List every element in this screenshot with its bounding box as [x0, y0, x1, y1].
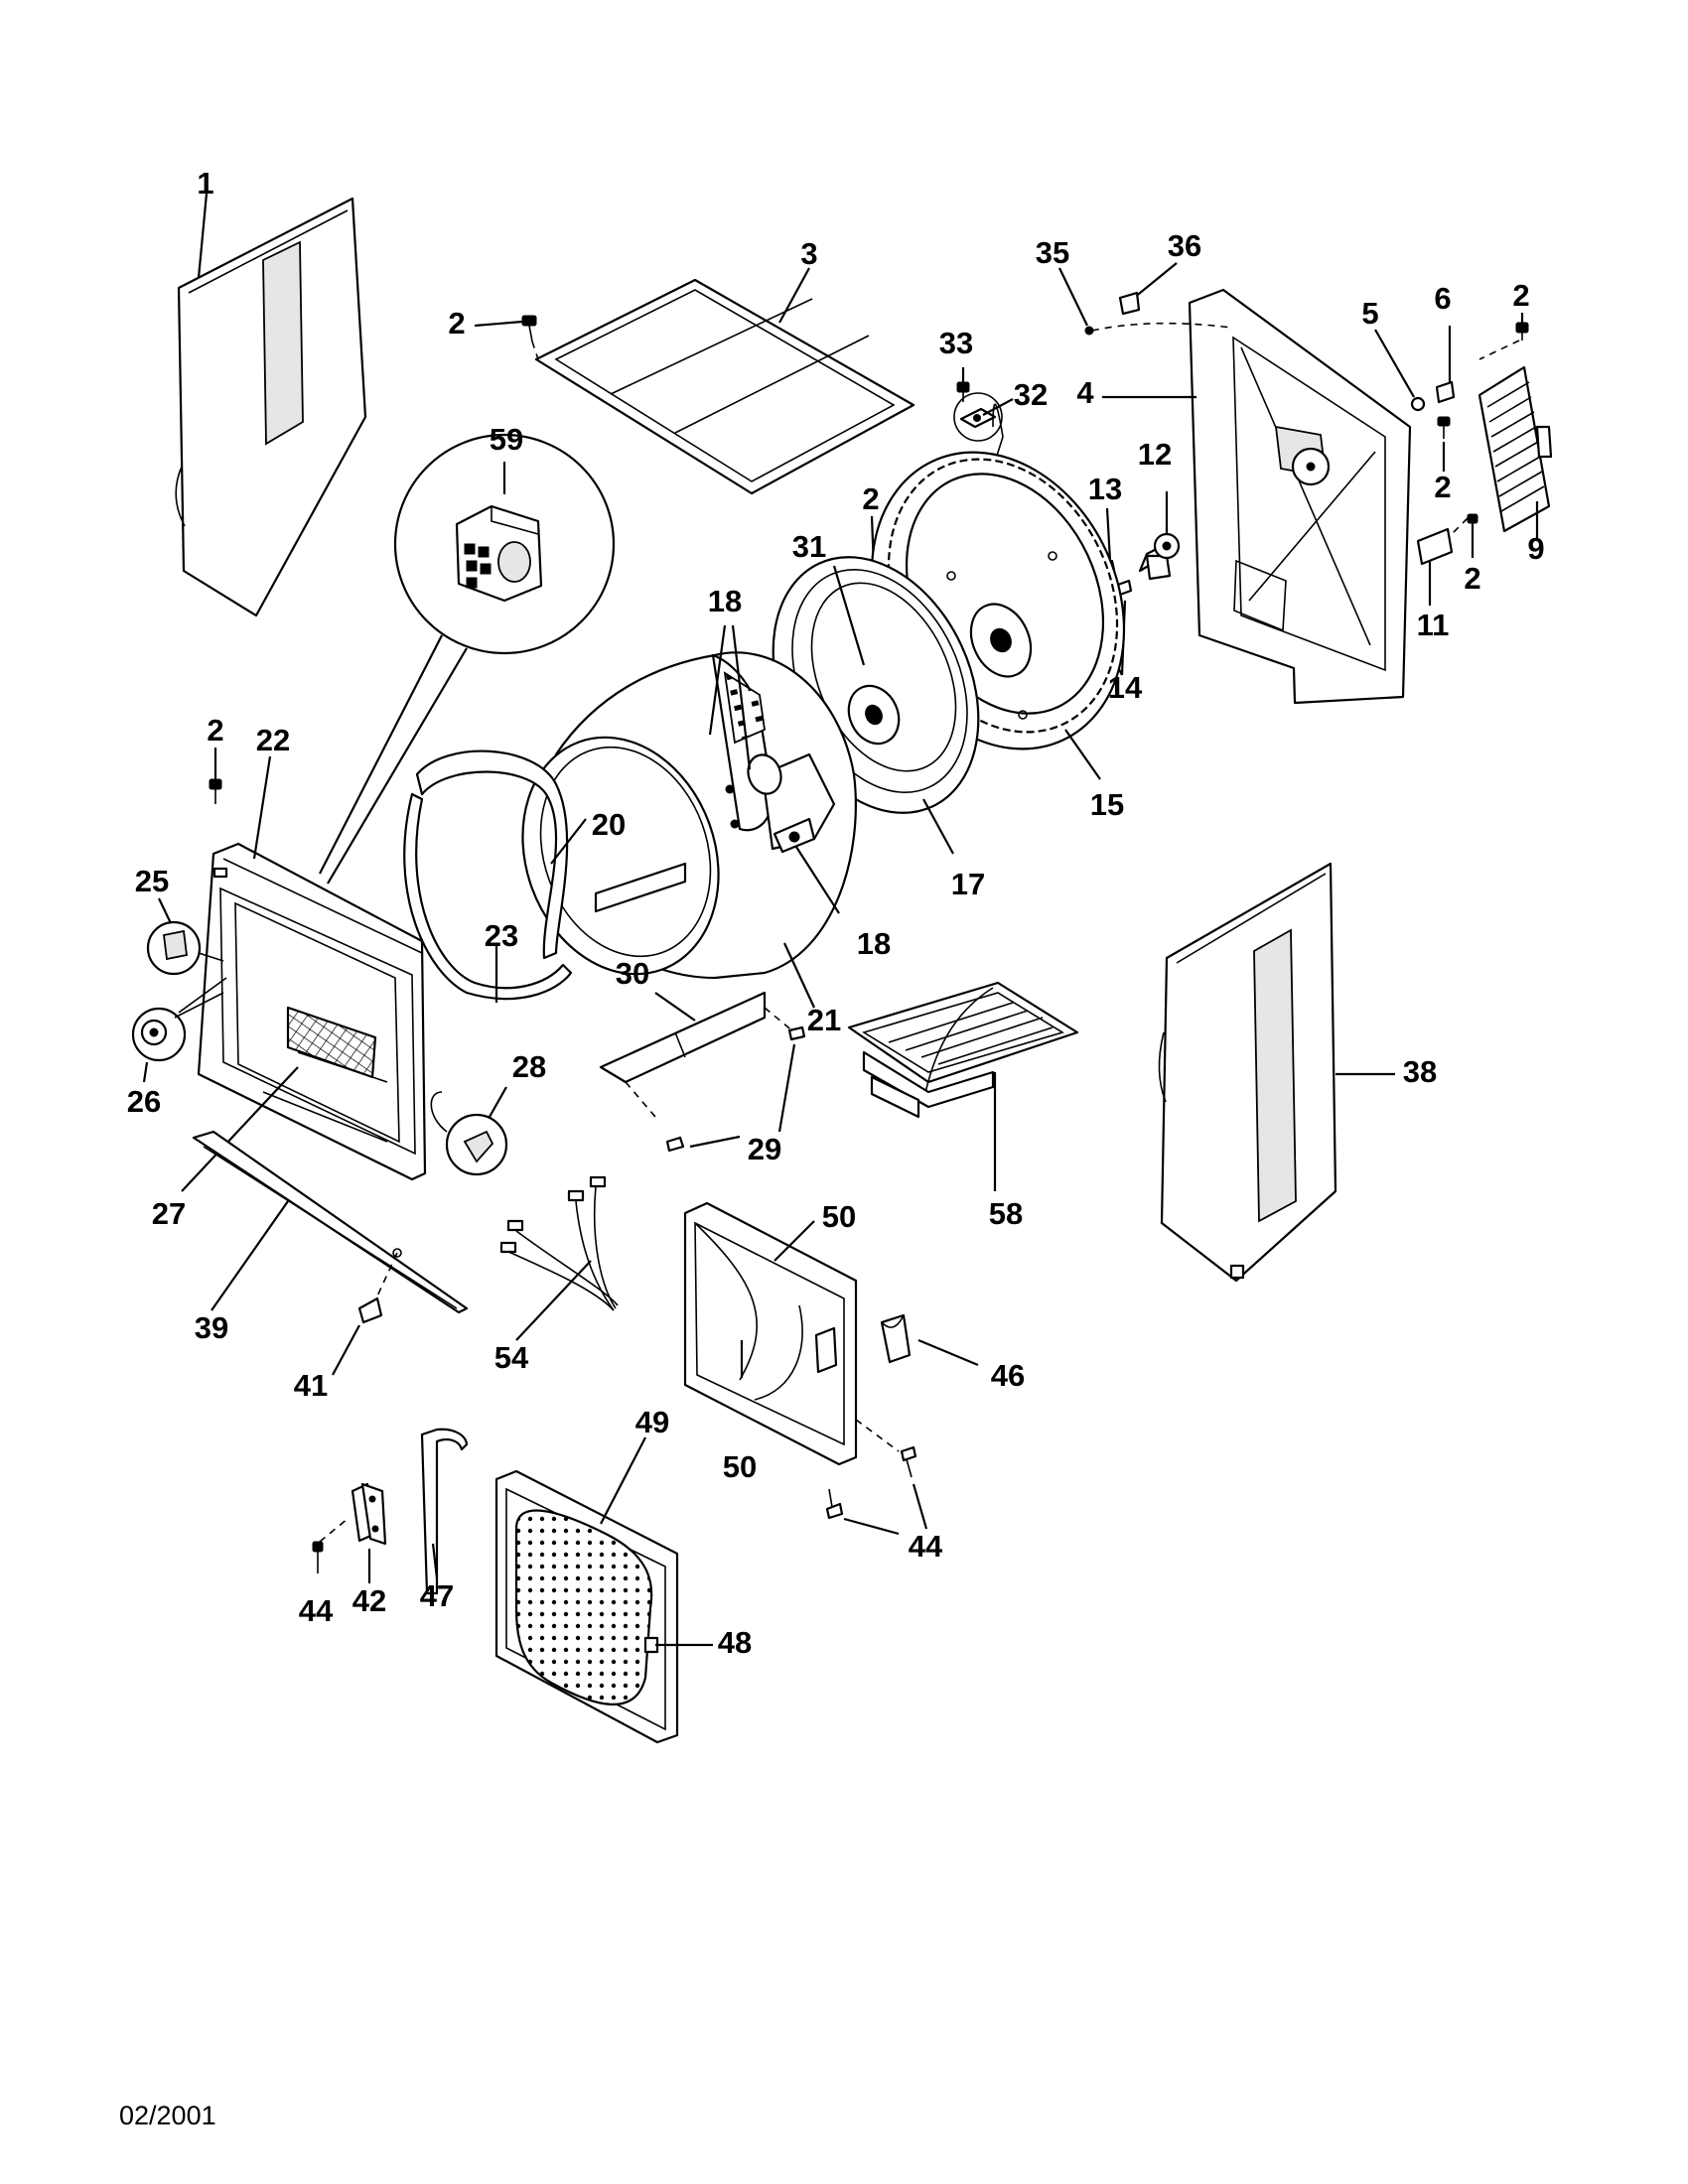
- callout-58: 58: [989, 1196, 1023, 1231]
- callout-48: 50: [822, 1199, 856, 1234]
- door-handle-part: [880, 1313, 979, 1367]
- callout-2-top: 2: [448, 306, 465, 341]
- callout-22: 22: [256, 723, 290, 757]
- callout-4: 4: [1076, 375, 1094, 410]
- drum-part: [521, 651, 857, 980]
- baffle-leaders-18: [708, 624, 840, 914]
- callout-20: 20: [592, 807, 626, 842]
- callout-39: 39: [195, 1310, 228, 1345]
- callout-35: 35: [1036, 235, 1069, 270]
- callout-26: 26: [127, 1084, 161, 1119]
- leader-1: [197, 193, 209, 279]
- callout-31: 41: [294, 1368, 328, 1403]
- footer-date: 02/2001: [119, 2101, 216, 2130]
- callout-14: 14: [1108, 670, 1143, 705]
- callout-49: 48: [718, 1625, 752, 1660]
- callout-29: 29: [748, 1132, 781, 1166]
- callout-12: 12: [1138, 437, 1172, 472]
- callout-32: 31: [792, 529, 826, 564]
- leader-22: [252, 755, 272, 860]
- rear-panel-part: [1188, 288, 1412, 705]
- callout-6: 6: [1434, 281, 1451, 316]
- bracket-30-part: [599, 991, 795, 1118]
- callout-13: 13: [1088, 472, 1122, 506]
- lamp-socket-part: [131, 977, 227, 1083]
- inner-door-part: [494, 1436, 713, 1744]
- callout-2-bracket: 2: [1464, 561, 1480, 596]
- lint-filter-housing-59: [319, 433, 616, 885]
- callout-47: 49: [635, 1405, 669, 1439]
- callout-21: 21: [807, 1003, 841, 1037]
- switch-actuator-28: [430, 1086, 508, 1176]
- callout-11: 11: [1417, 608, 1450, 642]
- front-seal-part: [415, 750, 569, 960]
- callout-50: 50: [723, 1449, 757, 1484]
- callout-17: 17: [951, 867, 985, 901]
- screws-42-right: [825, 1419, 928, 1536]
- side-panel-right-part: [1158, 862, 1337, 1283]
- callout-2-blower: 2: [862, 481, 879, 516]
- screw-under-6: [1437, 416, 1451, 472]
- callout-25: 25: [135, 864, 169, 898]
- callout-42-right: 44: [909, 1529, 943, 1564]
- front-panel-part: [197, 842, 427, 1181]
- callout-33: 32: [1014, 377, 1048, 412]
- callout-2-under-6: 2: [1434, 470, 1451, 504]
- callout-2-front: 2: [207, 713, 223, 748]
- vent-grille-part: [1477, 365, 1553, 533]
- callout-28: 28: [512, 1049, 546, 1084]
- screws-29: [665, 1025, 806, 1153]
- callout-9: 9: [1527, 531, 1544, 566]
- callout-23: 23: [485, 918, 518, 953]
- screw-right-upper: [1478, 313, 1529, 360]
- callout-18-bottom: 18: [857, 926, 891, 961]
- callout-18-top: 18: [708, 584, 742, 618]
- door-hinge-part: [351, 1482, 387, 1583]
- callout-46: 46: [991, 1358, 1025, 1393]
- callout-5: 5: [1361, 296, 1378, 331]
- leader-17: [922, 798, 954, 855]
- small-bracket-11: [1416, 513, 1478, 606]
- callout-30: 30: [616, 956, 649, 991]
- door-pin-part: [420, 1428, 469, 1595]
- callout-15: 15: [1090, 787, 1124, 822]
- callout-54: 54: [494, 1340, 529, 1375]
- callout-41: 42: [352, 1583, 386, 1618]
- screw-front-panel: [209, 748, 222, 804]
- side-panel-left-part: [175, 197, 367, 617]
- leader-20: [550, 818, 587, 865]
- screw-42-left: [312, 1518, 349, 1573]
- leader-27: [181, 1066, 299, 1192]
- leader-3: [778, 267, 810, 324]
- clip-parts-35-36: [1058, 262, 1232, 336]
- callout-1: 1: [197, 166, 213, 201]
- drying-rack-part: [847, 981, 1079, 1191]
- door-switch-part: [146, 897, 224, 976]
- callout-27: 27: [152, 1196, 186, 1231]
- callout-2-far-right: 2: [1512, 278, 1529, 313]
- leader-15: [1064, 729, 1101, 780]
- leader-21: [783, 942, 815, 1009]
- callout-3: 3: [800, 236, 817, 271]
- callout-42-left: 44: [299, 1593, 334, 1628]
- toe-panel-part: [192, 1130, 469, 1376]
- callout-44: 47: [420, 1578, 454, 1613]
- small-parts-5-6: [1374, 326, 1456, 412]
- door-frame-part: [683, 1201, 858, 1466]
- wire-harness-part: [499, 1175, 619, 1341]
- top-panel-part: [534, 278, 915, 495]
- callout-34: 33: [939, 326, 973, 360]
- callout-36: 36: [1168, 228, 1201, 263]
- callout-59: 59: [490, 422, 523, 457]
- callout-38: 38: [1403, 1054, 1437, 1089]
- screw-top-panel: [474, 315, 539, 360]
